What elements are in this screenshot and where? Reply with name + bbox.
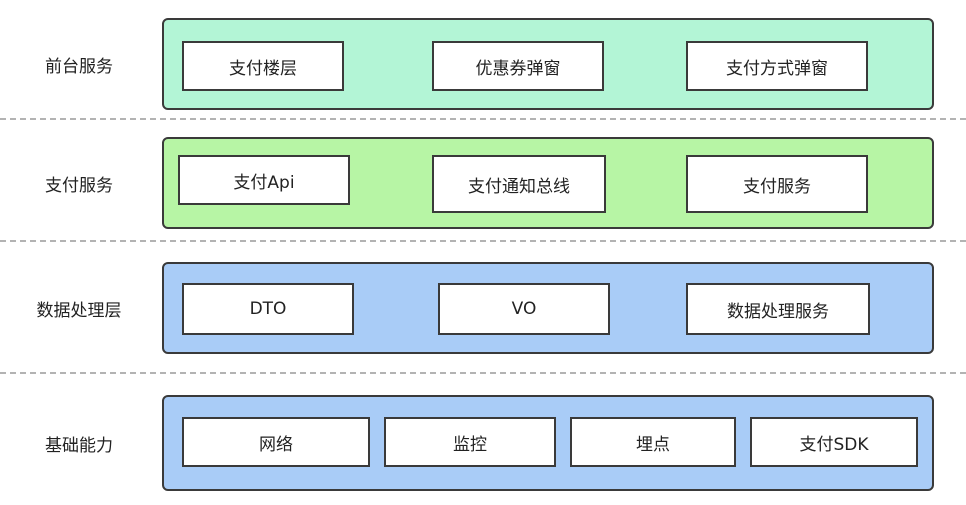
layer-label-infrastructure: 基础能力: [45, 435, 113, 456]
component-dto: DTO: [182, 283, 354, 335]
component-pay-notify-bus: 支付通知总线: [432, 155, 606, 213]
component-pay-api: 支付Api: [178, 155, 350, 205]
component-pay-method-popup: 支付方式弹窗: [686, 41, 868, 91]
layer-label-data-processing: 数据处理层: [36, 300, 122, 321]
layer-panel-frontend: 支付楼层 优惠券弹窗 支付方式弹窗: [162, 18, 934, 110]
layer-divider: [0, 118, 966, 120]
layer-panel-data-processing: DTO VO 数据处理服务: [162, 262, 934, 354]
layer-panel-infrastructure: 网络 监控 埋点 支付SDK: [162, 395, 934, 491]
component-pay-sdk: 支付SDK: [750, 417, 918, 467]
layer-label-payment: 支付服务: [45, 175, 113, 196]
component-pay-floor: 支付楼层: [182, 41, 344, 91]
component-monitoring: 监控: [384, 417, 556, 467]
layer-panel-payment: 支付Api 支付通知总线 支付服务: [162, 137, 934, 229]
component-pay-service: 支付服务: [686, 155, 868, 213]
component-network: 网络: [182, 417, 370, 467]
component-data-service: 数据处理服务: [686, 283, 870, 335]
component-tracking: 埋点: [570, 417, 736, 467]
layer-label-frontend: 前台服务: [45, 56, 113, 77]
layer-divider: [0, 240, 966, 242]
component-vo: VO: [438, 283, 610, 335]
component-coupon-popup: 优惠券弹窗: [432, 41, 604, 91]
layer-divider: [0, 372, 966, 374]
